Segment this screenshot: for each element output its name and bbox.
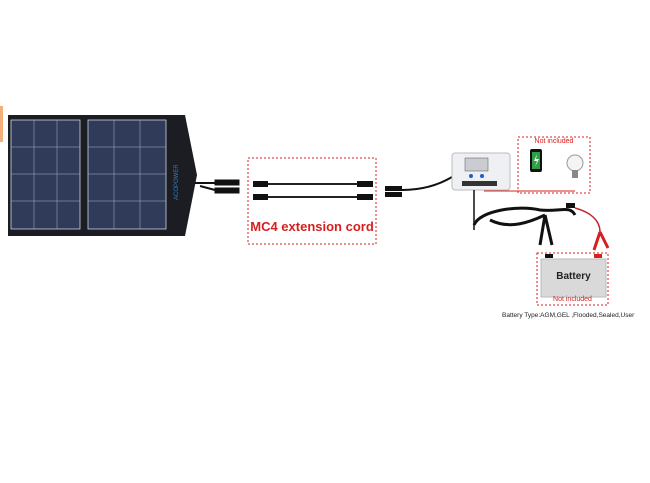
- svg-text:ACOPOWER: ACOPOWER: [174, 164, 180, 200]
- battery-clamps-icon: [472, 203, 610, 251]
- extension-cord-box: [247, 157, 377, 245]
- battery-not-included: Not included: [553, 296, 592, 303]
- battery-label: Battery: [556, 271, 591, 282]
- controller-cable-icon: [385, 176, 453, 197]
- battery-icon: [540, 254, 607, 298]
- panel-cable-icon: [195, 179, 240, 194]
- phone-charging-icon: [530, 149, 542, 172]
- light-bulb-icon: [566, 154, 584, 178]
- battery-box: [536, 252, 609, 306]
- mc4-cable-icon: [253, 181, 373, 200]
- accessories-box: [517, 136, 591, 194]
- accessories-not-included: Not included: [534, 138, 574, 145]
- extension-cord-label: MC4 extension cord: [250, 219, 374, 234]
- solar-panel-icon: ACOPOWER: [8, 115, 197, 236]
- edge-fragment: [0, 106, 3, 142]
- battery-types-text: Battery Type:AGM,GEL ,Flooded,Sealed,Use…: [502, 312, 635, 319]
